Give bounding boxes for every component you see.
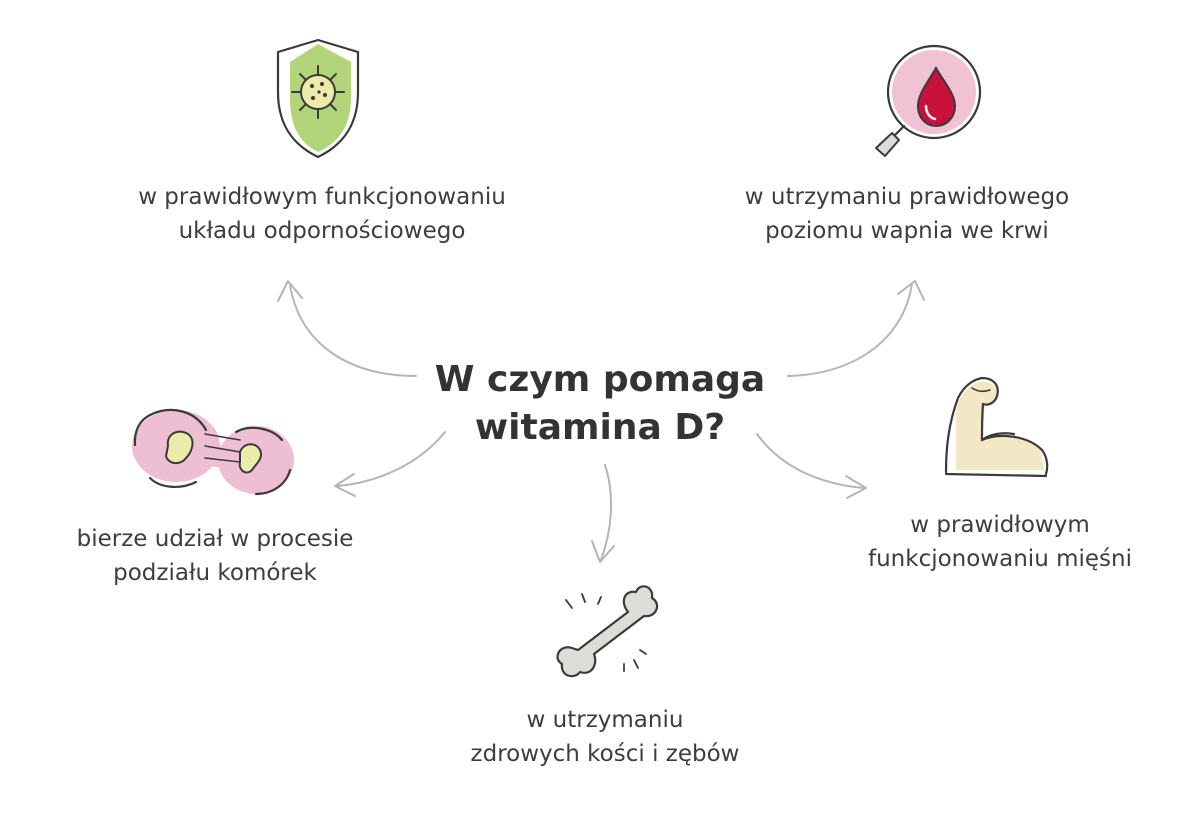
arrow-to-cell	[334, 431, 446, 497]
cell-division-label: bierze udział w procesie podziału komóre…	[20, 522, 410, 590]
immune-system-label-line-1: w prawidłowym funkcjonowaniu	[138, 184, 506, 210]
cell-division-icon	[132, 408, 294, 496]
main-title: W czym pomaga witamina D?	[380, 356, 820, 452]
arrow-to-immune	[277, 280, 417, 377]
arrow-to-calcium	[787, 280, 925, 377]
immune-system-label: w prawidłowym funkcjonowaniu układu odpo…	[82, 180, 562, 248]
immune-system-label-line-2: układu odpornościowego	[178, 218, 466, 244]
bone-icon	[556, 585, 659, 678]
muscle-function-label-line-1: w prawidłowym	[910, 512, 1090, 538]
muscle-function-label: w prawidłowym funkcjonowaniu mięśni	[815, 508, 1185, 576]
blood-calcium-label-line-1: w utrzymaniu prawidłowego	[744, 184, 1070, 210]
cell-division-label-line-2: podziału komórek	[113, 560, 317, 586]
bones-teeth-label: w utrzymaniu zdrowych kości i zębów	[400, 703, 810, 771]
arrow-to-bone	[591, 464, 615, 563]
blood-drop-magnifier-icon	[875, 44, 982, 157]
blood-calcium-label: w utrzymaniu prawidłowego poziomu wapnia…	[672, 180, 1142, 248]
cell-division-label-line-1: bierze udział w procesie	[76, 526, 354, 552]
shield-virus-icon	[276, 38, 360, 159]
flexed-arm-icon	[944, 376, 1049, 478]
bones-teeth-label-line-1: w utrzymaniu	[526, 707, 684, 733]
muscle-function-label-line-2: funkcjonowaniu mięśni	[868, 546, 1132, 572]
blood-calcium-label-line-2: poziomu wapnia we krwi	[765, 218, 1049, 244]
arrow-to-muscle	[756, 433, 867, 499]
bones-teeth-label-line-2: zdrowych kości i zębów	[470, 741, 740, 767]
main-title-line-1: W czym pomaga	[434, 359, 766, 400]
main-title-line-2: witamina D?	[474, 407, 726, 448]
